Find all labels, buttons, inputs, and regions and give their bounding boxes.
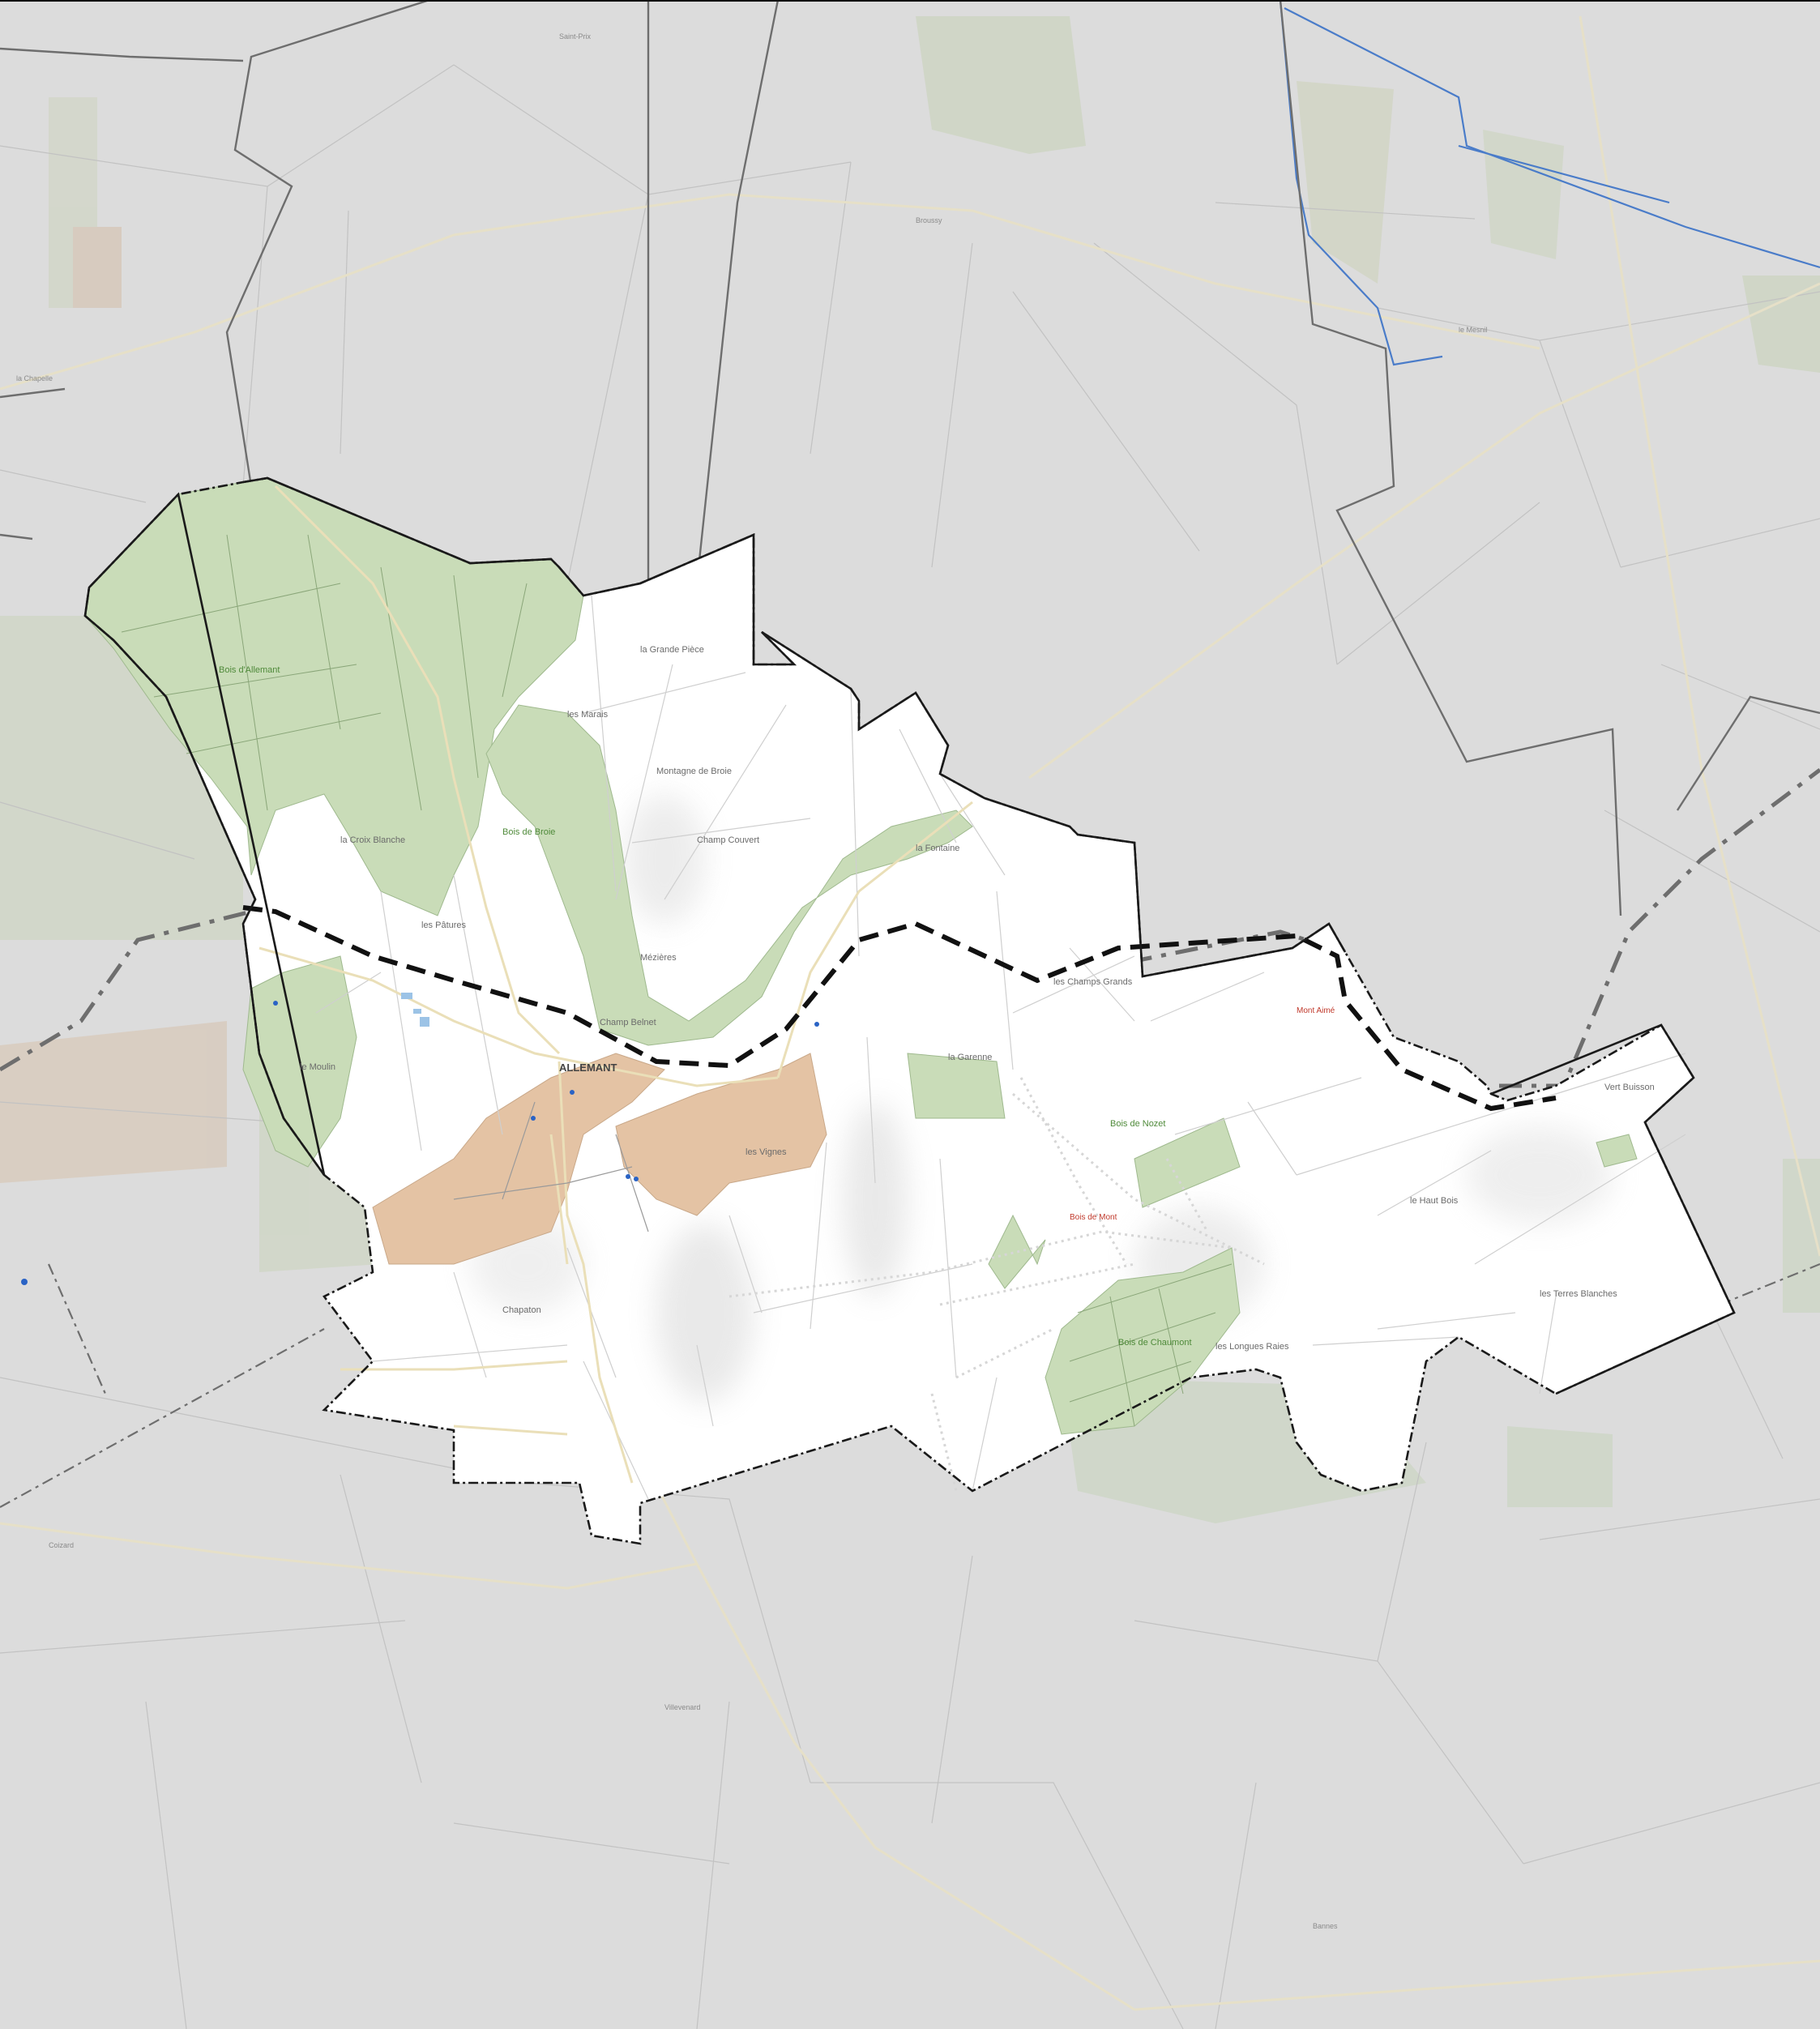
canton-border xyxy=(242,905,1557,1112)
village-areas xyxy=(372,1053,827,1265)
place-label-17: Coizard xyxy=(49,1541,74,1549)
water-points xyxy=(21,1001,819,1285)
place-label-12: les Vignes xyxy=(746,1147,787,1157)
place-label-23: le Haut Bois xyxy=(1410,1196,1459,1206)
wood-label-3: Bois de Nozet xyxy=(1110,1119,1165,1129)
wood-label-1: Bois d'Allemant xyxy=(219,665,280,675)
ponds xyxy=(401,993,429,1027)
commune-parcels xyxy=(315,595,1686,1500)
place-label-6: la Fontaine xyxy=(916,844,959,853)
place-label-13: la Garenne xyxy=(948,1053,992,1062)
red-label-1: Mont Aimé xyxy=(1297,1006,1335,1015)
place-label-24: les Terres Blanches xyxy=(1540,1289,1617,1299)
trails xyxy=(728,1077,1265,1492)
commune-border-solid xyxy=(83,476,1736,1395)
outside-parcels xyxy=(0,64,1820,2029)
place-label-15: Broussy xyxy=(916,216,942,224)
place-label-2: Champ Couvert xyxy=(697,835,759,845)
place-label-25: Vert Buisson xyxy=(1604,1083,1655,1092)
map-labels: ALLEMANT Bois d'Allemant Bois de Broie B… xyxy=(16,32,1655,1930)
town-label: ALLEMANT xyxy=(559,1061,617,1074)
place-label-8: la Croix Blanche xyxy=(340,835,405,845)
place-label-19: Bannes xyxy=(1313,1922,1338,1930)
commune-roads-grey xyxy=(453,1101,649,1232)
place-label-10: Mézières xyxy=(640,953,677,963)
red-label-2: Bois de Mont xyxy=(1070,1213,1117,1222)
place-label-7: Champ Belnet xyxy=(600,1018,656,1027)
rivers xyxy=(1279,0,1820,366)
wood-label-4: Bois de Chaumont xyxy=(1118,1338,1192,1348)
place-label-5: les Marais xyxy=(567,710,609,720)
commune-roads xyxy=(258,485,973,1484)
place-label-9: les Pâtures xyxy=(421,921,467,930)
outside-commune-borders xyxy=(0,0,1820,916)
place-label-1: Montagne de Broie xyxy=(656,767,732,776)
wood-label-2: Bois de Broie xyxy=(502,827,555,837)
place-label-4: les Champs Grands xyxy=(1053,977,1133,987)
place-label-18: Villevenard xyxy=(664,1703,700,1711)
place-label-22: Chapaton xyxy=(502,1305,541,1315)
place-label-14: Saint-Prix xyxy=(559,32,592,41)
place-label-20: le Mesnil xyxy=(1459,326,1488,334)
place-label-21: les Longues Raies xyxy=(1215,1342,1289,1352)
place-label-3: la Grande Pièce xyxy=(640,645,704,655)
place-label-16: la Chapelle xyxy=(16,374,53,382)
place-label-11: le Moulin xyxy=(300,1062,335,1072)
